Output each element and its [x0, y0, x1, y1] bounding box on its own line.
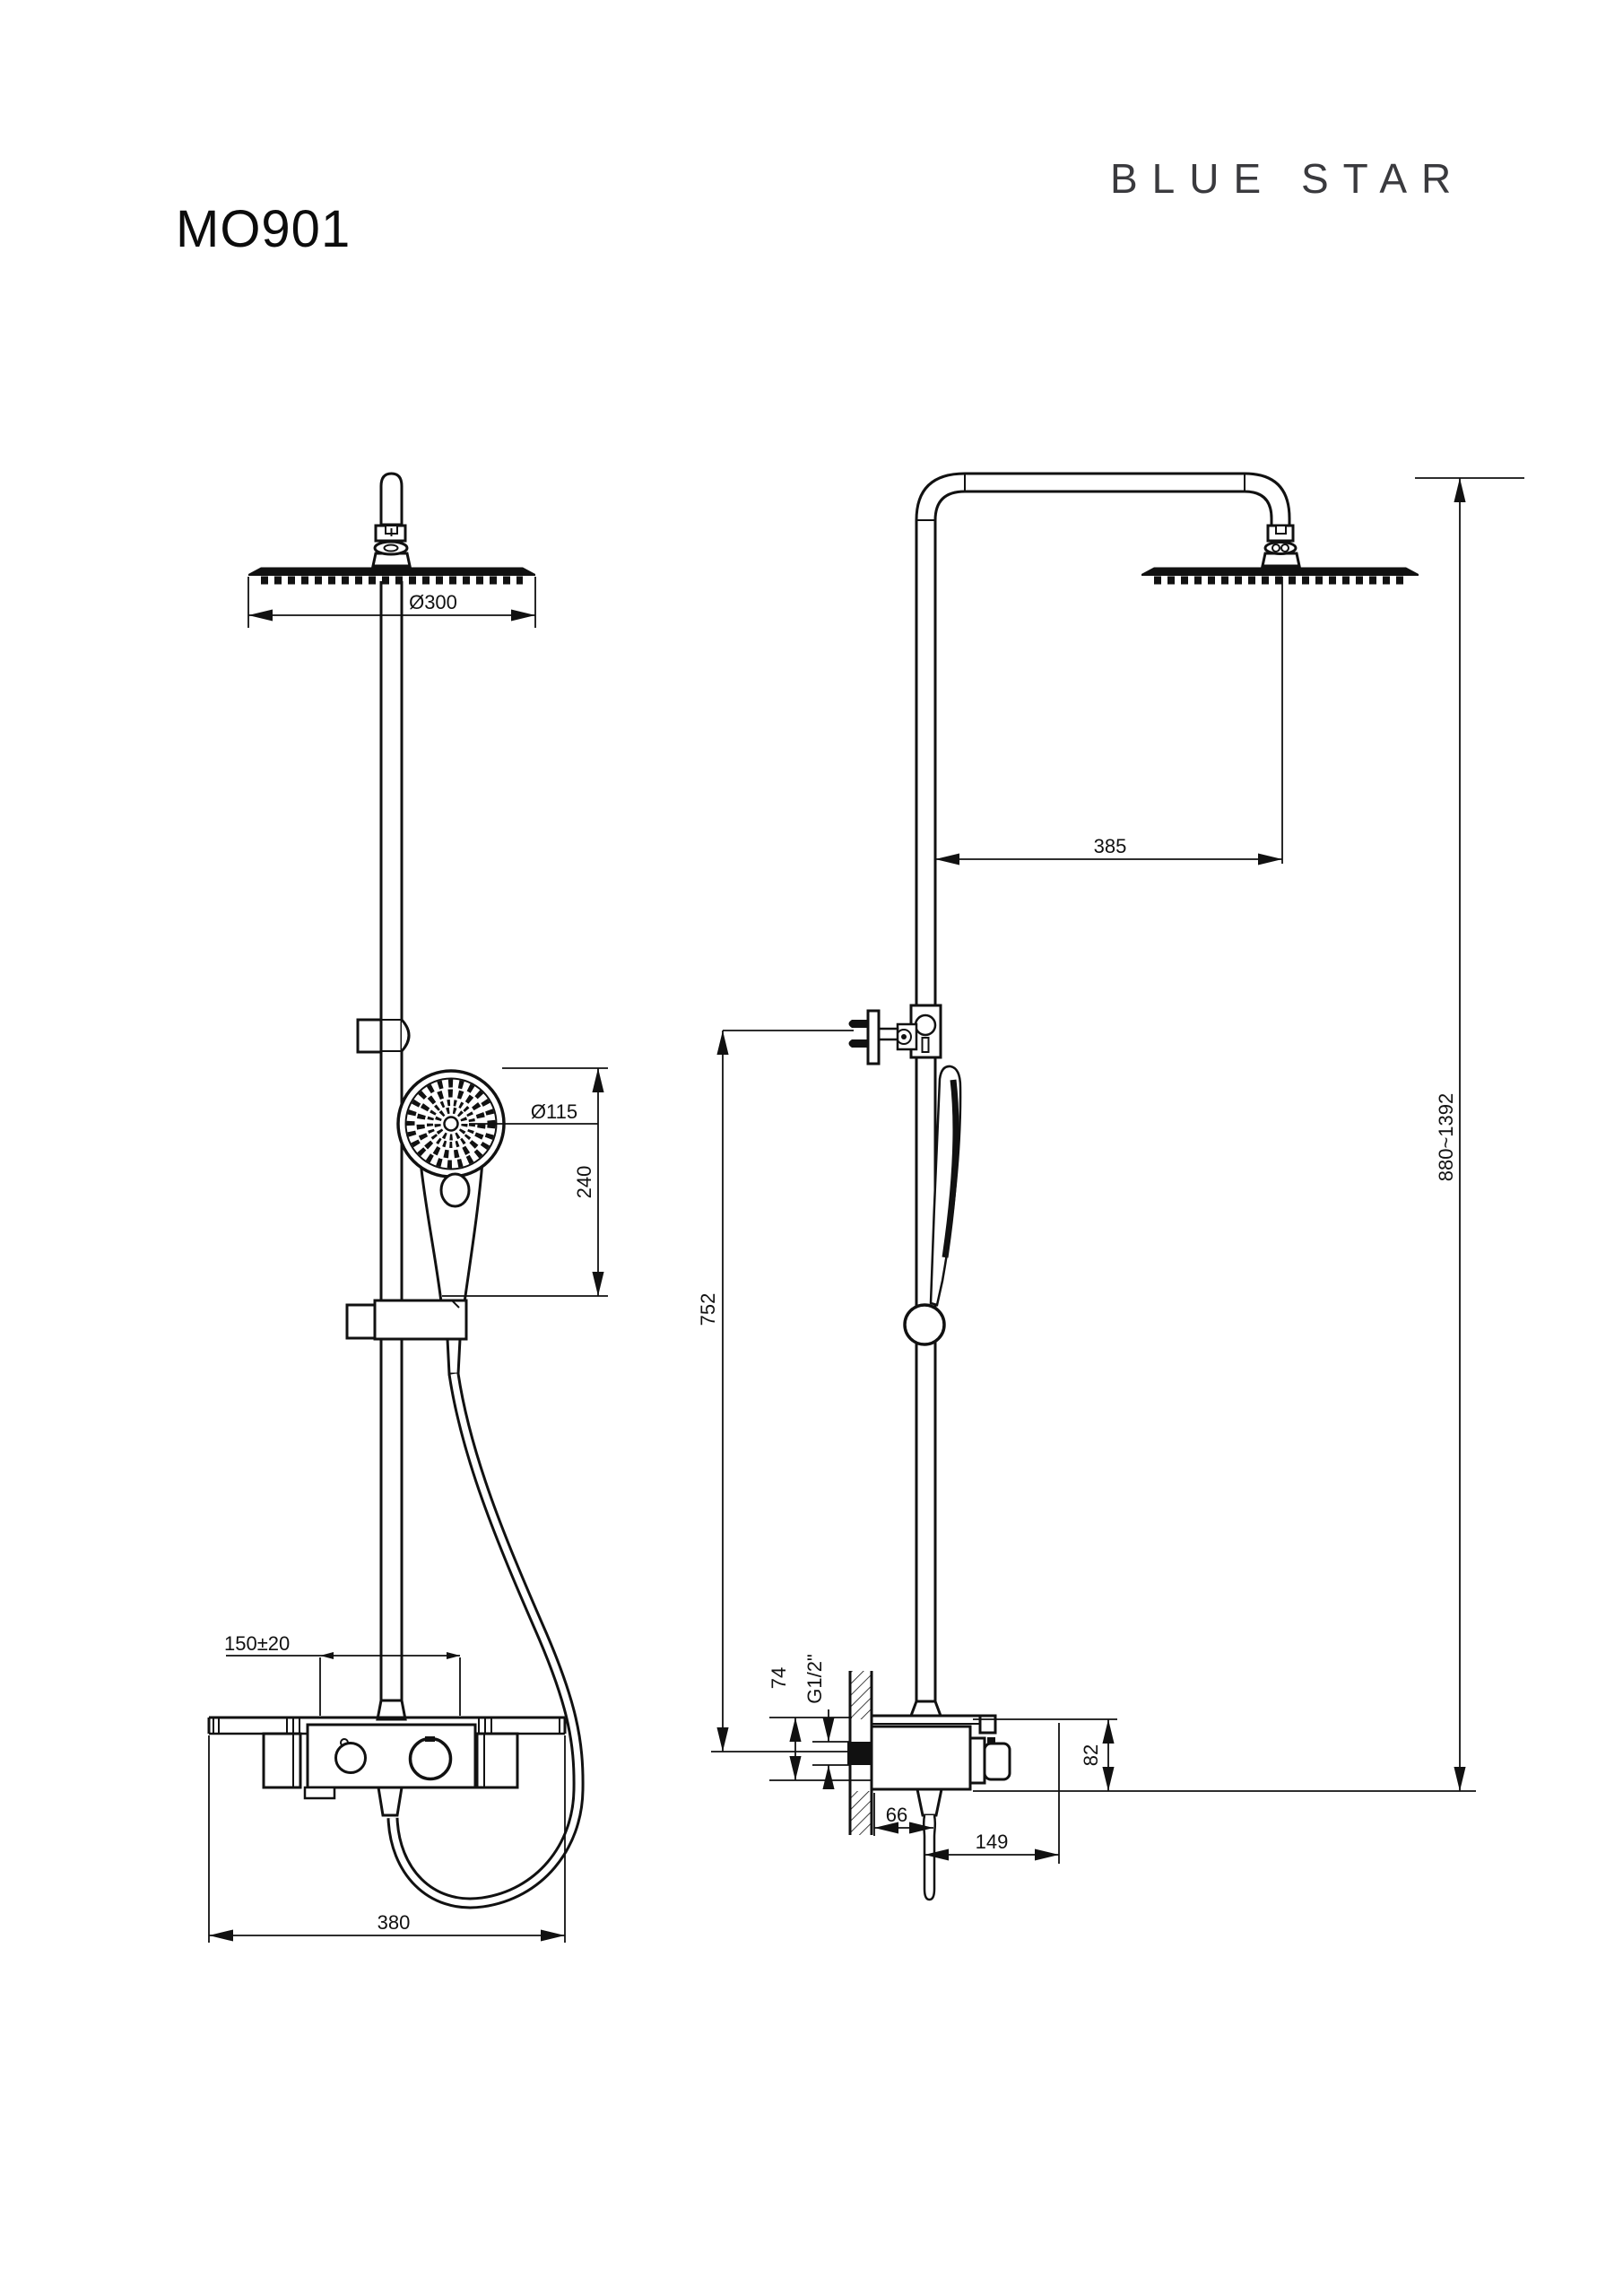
rain-shower-plate-front: [248, 567, 535, 576]
wall-bracket-side: [848, 1004, 942, 1065]
dim-wall-plate-height: 74: [768, 1667, 790, 1689]
dim-inlet-offset: 150±20: [224, 1632, 290, 1655]
dim-outlet-offset: 66: [886, 1804, 907, 1826]
shower-hose-front: [386, 1373, 585, 1909]
thermostatic-valve-front: [207, 1716, 567, 1817]
dim-bar-height: 752: [697, 1293, 719, 1326]
dim-arm-reach: 385: [1094, 835, 1127, 857]
hand-shower-button: [439, 1172, 471, 1208]
shower-system-side-view: 385 880~1392 752 74 G1/2": [697, 472, 1524, 1901]
hand-shower-front: [396, 1069, 506, 1303]
water-inlet: [847, 1742, 872, 1765]
hand-shower-side: [903, 1065, 962, 1346]
hose-connector-front: [446, 1337, 462, 1376]
dim-hand-shower-diameter: Ø115: [531, 1100, 577, 1123]
dim-valve-width: 380: [378, 1911, 411, 1934]
dim-valve-depth: 149: [976, 1831, 1009, 1853]
model-number: MO901: [176, 200, 352, 258]
hose-outlet-front: [377, 1786, 404, 1817]
hose-outlet-side: [916, 1787, 943, 1817]
diverter-knob-front: [334, 1742, 367, 1774]
dim-riser-height-range: 880~1392: [1435, 1093, 1457, 1182]
temperature-knob-side: [983, 1742, 1011, 1781]
dim-valve-height: 82: [1080, 1744, 1102, 1766]
wall-bracket-front: [356, 1018, 383, 1054]
dim-hand-shower-height: 240: [573, 1166, 595, 1199]
temperature-knob-front: [408, 1736, 453, 1781]
slider-holder-front: [373, 1299, 468, 1341]
shower-system-front-view: Ø300 Ø115 240 150±20 380: [207, 472, 608, 1943]
thermostatic-valve-side: [847, 1700, 1011, 1901]
slider-holder-side: [903, 1303, 946, 1346]
dim-inlet-thread: G1/2": [803, 1654, 826, 1704]
brand-logo: BLUE STAR: [1110, 155, 1466, 202]
dim-head-diameter: Ø300: [409, 591, 457, 613]
rain-shower-plate-side: [1141, 567, 1419, 576]
head-swivel-stem: [379, 472, 404, 526]
